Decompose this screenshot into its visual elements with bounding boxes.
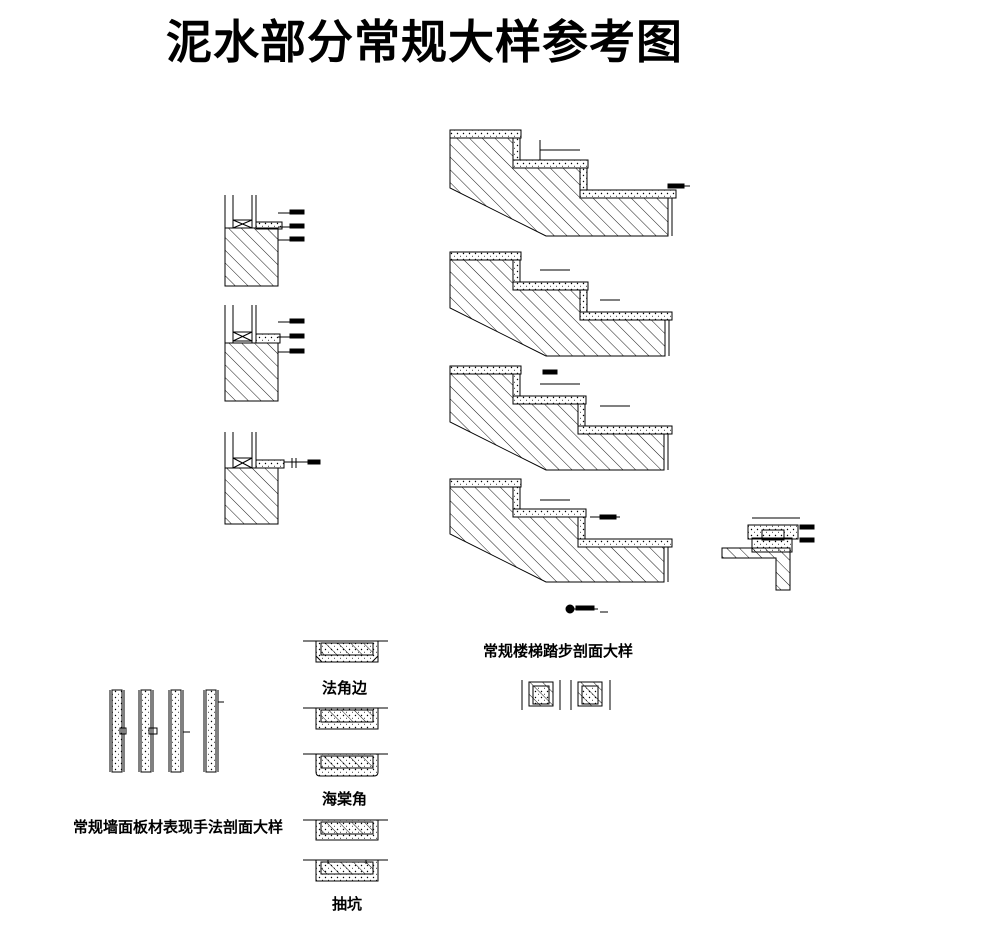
corner-caption-1: 法角边: [322, 679, 368, 697]
corner-detail-5: [303, 859, 388, 882]
wall-panel-section-4: [203, 689, 224, 773]
stair-caption: 常规楼梯踏步剖面大样: [483, 642, 634, 660]
corner-detail-4: [303, 819, 388, 841]
stair-section-detail-4: [449, 478, 673, 583]
corner-detail-2: [303, 707, 388, 730]
page-title: 泥水部分常规大样参考图: [166, 15, 683, 69]
wall-panel-section-2: [138, 689, 158, 773]
wall-floor-detail-3: [224, 432, 321, 525]
corner-detail-1: [303, 640, 388, 663]
wall-floor-detail-1: [224, 195, 305, 287]
stair-section-detail-1: [449, 129, 690, 237]
stair-section-detail-2: [449, 251, 673, 357]
corner-caption-3: 抽坑: [332, 895, 363, 913]
wall-panel-section-3: [168, 689, 190, 773]
section-symbol-icon: [565, 604, 608, 614]
corner-caption-2: 海棠角: [322, 790, 368, 808]
stair-small-detail-1: [521, 680, 561, 710]
stair-small-detail-2: [570, 680, 611, 710]
wall-floor-detail-2: [224, 305, 305, 402]
wall-panel-section-1: [109, 689, 127, 773]
stair-nosing-detail: [721, 517, 815, 591]
corner-detail-3: [303, 753, 388, 777]
stair-section-detail-3: [449, 365, 673, 471]
wall-panel-caption: 常规墙面板材表现手法剖面大样: [73, 818, 284, 836]
